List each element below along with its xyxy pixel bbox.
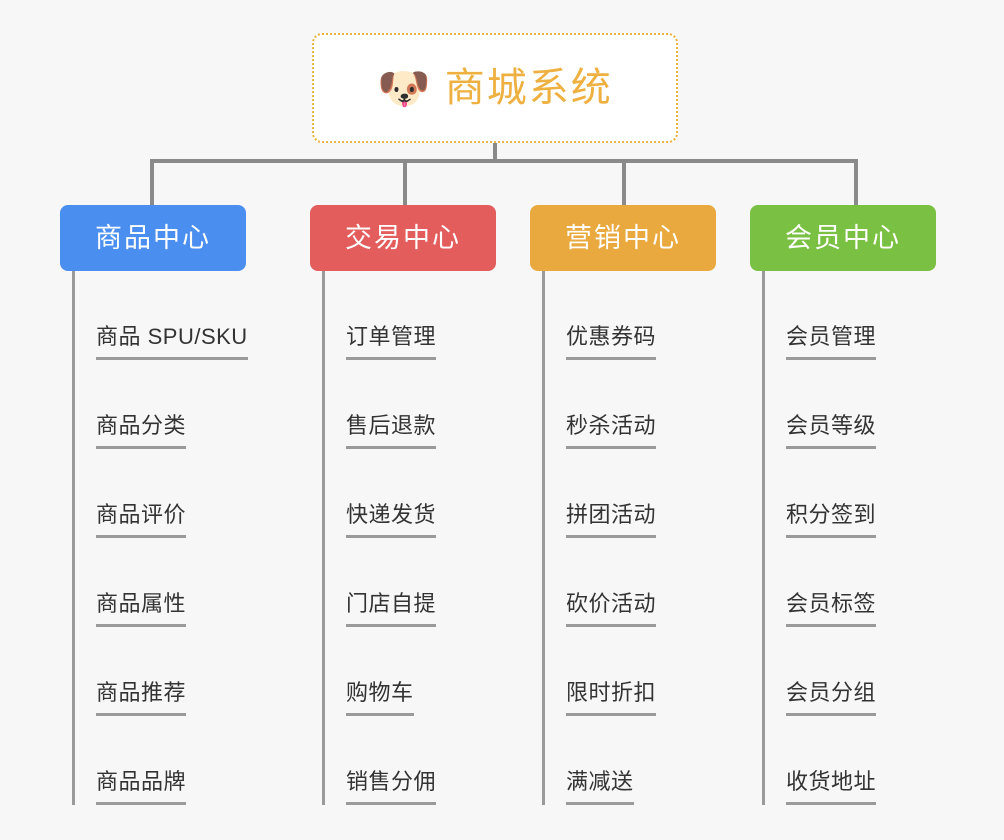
branch-column-member-center: 会员中心会员管理会员等级积分签到会员标签会员分组收货地址 <box>750 205 936 805</box>
branch-item-label: 商品评价 <box>96 504 187 538</box>
branch-item[interactable]: 快递发货 <box>322 449 496 538</box>
branch-item[interactable]: 砍价活动 <box>542 538 716 627</box>
branch-item-label: 会员分组 <box>786 682 877 716</box>
shiba-dog-face-icon: 🐶 <box>377 64 431 113</box>
branch-item-label: 秒杀活动 <box>566 415 657 449</box>
connector-drop-product-center <box>150 159 154 205</box>
category-box-member-center[interactable]: 会员中心 <box>750 205 936 271</box>
branch-column-marketing-center: 营销中心优惠券码秒杀活动拼团活动砍价活动限时折扣满减送 <box>530 205 716 805</box>
connector-drop-member-center <box>854 159 858 205</box>
branch-item[interactable]: 优惠券码 <box>542 271 716 360</box>
branch-items-marketing-center: 优惠券码秒杀活动拼团活动砍价活动限时折扣满减送 <box>542 271 716 805</box>
category-box-marketing-center[interactable]: 营销中心 <box>530 205 716 271</box>
branch-item-label: 会员等级 <box>786 415 877 449</box>
branch-spine-trade-center <box>322 271 325 805</box>
branch-item[interactable]: 订单管理 <box>322 271 496 360</box>
branch-item[interactable]: 拼团活动 <box>542 449 716 538</box>
category-label-member-center: 会员中心 <box>785 222 901 253</box>
branch-item[interactable]: 积分签到 <box>762 449 936 538</box>
branch-item-label: 销售分佣 <box>346 771 437 805</box>
branch-item[interactable]: 会员标签 <box>762 538 936 627</box>
category-label-marketing-center: 营销中心 <box>565 222 681 253</box>
branch-item-label: 购物车 <box>346 682 414 716</box>
branch-item[interactable]: 会员等级 <box>762 360 936 449</box>
branch-item-label: 砍价活动 <box>566 593 657 627</box>
branch-item[interactable]: 销售分佣 <box>322 716 496 805</box>
branch-items-member-center: 会员管理会员等级积分签到会员标签会员分组收货地址 <box>762 271 936 805</box>
branch-item-label: 收货地址 <box>786 771 877 805</box>
branch-column-trade-center: 交易中心订单管理售后退款快递发货门店自提购物车销售分佣 <box>310 205 496 805</box>
branch-item[interactable]: 商品属性 <box>72 538 246 627</box>
branch-item[interactable]: 购物车 <box>322 627 496 716</box>
branch-item-label: 会员标签 <box>786 593 877 627</box>
branch-item-label: 门店自提 <box>346 593 437 627</box>
branch-item-label: 商品分类 <box>96 415 187 449</box>
branch-item-label: 会员管理 <box>786 326 877 360</box>
root-node[interactable]: 🐶 商城系统 <box>312 33 678 143</box>
category-label-trade-center: 交易中心 <box>345 222 461 253</box>
branch-item-label: 积分签到 <box>786 504 877 538</box>
branch-item[interactable]: 商品推荐 <box>72 627 246 716</box>
branch-item[interactable]: 商品品牌 <box>72 716 246 805</box>
connector-horizontal-bus <box>150 159 854 163</box>
branch-column-product-center: 商品中心商品 SPU/SKU 商品分类商品评价商品属性商品推荐商品品牌 <box>60 205 248 805</box>
branch-item-label: 商品属性 <box>96 593 187 627</box>
connector-root-stem <box>493 143 497 163</box>
branch-item-label: 商品 SPU/SKU <box>96 326 248 360</box>
branch-item[interactable]: 秒杀活动 <box>542 360 716 449</box>
branch-item-label: 商品品牌 <box>96 771 187 805</box>
branch-item[interactable]: 满减送 <box>542 716 716 805</box>
branch-item-label: 满减送 <box>566 771 634 805</box>
branch-item[interactable]: 商品 SPU/SKU <box>72 271 248 360</box>
category-label-product-center: 商品中心 <box>95 222 211 253</box>
branch-item-label: 限时折扣 <box>566 682 657 716</box>
category-box-trade-center[interactable]: 交易中心 <box>310 205 496 271</box>
branch-item-label: 优惠券码 <box>566 326 657 360</box>
branch-item[interactable]: 门店自提 <box>322 538 496 627</box>
branch-item-label: 快递发货 <box>346 504 437 538</box>
branch-item-label: 拼团活动 <box>566 504 657 538</box>
branch-item[interactable]: 会员管理 <box>762 271 936 360</box>
branch-item-label: 订单管理 <box>346 326 437 360</box>
branch-item-label: 售后退款 <box>346 415 437 449</box>
connector-drop-marketing-center <box>622 159 626 205</box>
branch-item[interactable]: 商品评价 <box>72 449 246 538</box>
branch-item[interactable]: 售后退款 <box>322 360 496 449</box>
category-box-product-center[interactable]: 商品中心 <box>60 205 246 271</box>
connector-drop-trade-center <box>403 159 407 205</box>
branch-spine-product-center <box>72 271 75 805</box>
root-title: 商城系统 <box>444 66 613 110</box>
branch-items-trade-center: 订单管理售后退款快递发货门店自提购物车销售分佣 <box>322 271 496 805</box>
branch-spine-member-center <box>762 271 765 805</box>
branch-item[interactable]: 收货地址 <box>762 716 936 805</box>
branch-item-label: 商品推荐 <box>96 682 187 716</box>
branch-item[interactable]: 会员分组 <box>762 627 936 716</box>
branch-item[interactable]: 限时折扣 <box>542 627 716 716</box>
branch-item[interactable]: 商品分类 <box>72 360 246 449</box>
branch-spine-marketing-center <box>542 271 545 805</box>
branch-items-product-center: 商品 SPU/SKU 商品分类商品评价商品属性商品推荐商品品牌 <box>72 271 248 805</box>
